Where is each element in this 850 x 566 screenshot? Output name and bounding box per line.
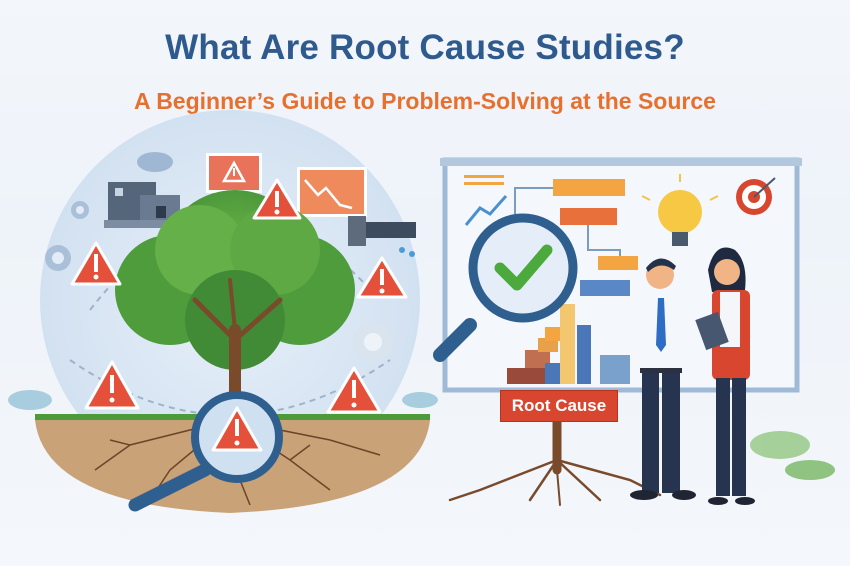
target-icon — [736, 177, 776, 215]
trend-arrow-icon — [464, 175, 508, 226]
root-cause-label: Root Cause — [500, 390, 618, 422]
lightbulb-icon — [641, 174, 719, 246]
warning-icon — [252, 178, 302, 220]
page-title: What Are Root Cause Studies? — [165, 28, 685, 67]
leaking-pipe-icon — [348, 216, 416, 257]
downtrend-chart-icon — [297, 167, 367, 217]
man-figure — [601, 258, 696, 500]
warning-icon — [84, 360, 140, 410]
warning-icon — [70, 241, 122, 286]
warning-icon — [326, 366, 382, 414]
foliage — [8, 390, 835, 480]
tree-trunk — [192, 278, 283, 416]
magnifying-glass-icon — [128, 391, 283, 512]
flowchart-icon — [514, 179, 638, 296]
magnifying-glass-icon — [433, 213, 578, 362]
gear-icon — [45, 201, 393, 362]
bar-chart-icon — [507, 304, 630, 384]
tree-canopy — [115, 190, 355, 370]
page-subtitle: A Beginner’s Guide to Problem-Solving at… — [134, 88, 716, 114]
checkmark-icon — [494, 244, 553, 291]
roots — [448, 415, 662, 506]
alert-speech-bubble-icon — [206, 153, 262, 201]
warning-icon — [356, 256, 408, 299]
woman-figure — [695, 247, 755, 505]
factory-machine-icon — [104, 152, 184, 228]
